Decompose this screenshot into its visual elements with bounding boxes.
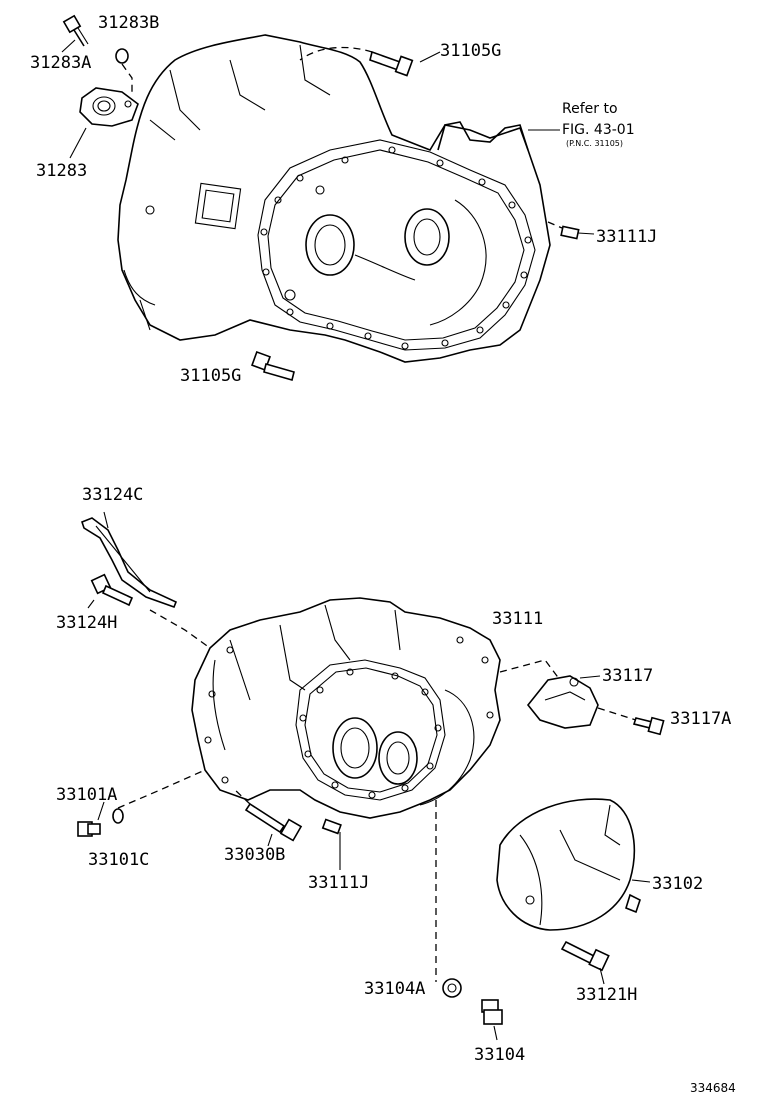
part-31283B-washer xyxy=(115,48,129,64)
label-refer-to: Refer to xyxy=(562,101,618,117)
transmission-case-bottom xyxy=(191,597,501,819)
part-31283-flange xyxy=(79,87,139,127)
label-33117A: 33117A xyxy=(670,709,731,729)
part-33104A-washer xyxy=(442,978,462,998)
part-33102-cover xyxy=(496,798,641,931)
part-33101A-plug xyxy=(77,821,101,837)
label-33111J-top: 33111J xyxy=(596,227,657,247)
part-31105G-top-bolt xyxy=(369,50,414,77)
part-33030B-bolt xyxy=(244,802,303,842)
label-33104A: 33104A xyxy=(364,979,425,999)
part-33111J-top-pin xyxy=(560,225,580,240)
part-31105G-bottom-bolt xyxy=(251,351,295,381)
label-fig-ref: FIG. 43-01 xyxy=(562,122,635,138)
transmission-case-top xyxy=(117,34,551,363)
part-31283A-bolt xyxy=(62,14,89,47)
label-33121H: 33121H xyxy=(576,985,637,1005)
part-33111J-bottom-pin xyxy=(321,818,342,835)
label-33111: 33111 xyxy=(492,609,543,629)
label-pnc-ref: (P.N.C. 31105) xyxy=(566,139,623,148)
part-33124H-bolt xyxy=(90,573,134,607)
label-31105G-top: 31105G xyxy=(440,41,501,61)
label-33117: 33117 xyxy=(602,666,653,686)
top-leaders xyxy=(61,39,595,235)
label-33124H: 33124H xyxy=(56,613,117,633)
label-33101C: 33101C xyxy=(88,850,149,870)
part-33117-bracket xyxy=(526,675,599,729)
label-31283: 31283 xyxy=(36,161,87,181)
figure-number: 334684 xyxy=(690,1081,736,1095)
label-31283B: 31283B xyxy=(98,13,159,33)
part-33124C-bracket xyxy=(81,517,178,609)
label-33030B: 33030B xyxy=(224,845,285,865)
label-33111J-bottom: 33111J xyxy=(308,873,369,893)
label-33124C: 33124C xyxy=(82,485,143,505)
label-31283A: 31283A xyxy=(30,53,91,73)
label-31105G-bottom: 31105G xyxy=(180,366,241,386)
label-33104: 33104 xyxy=(474,1045,525,1065)
label-33102: 33102 xyxy=(652,874,703,894)
part-33101C-washer xyxy=(112,808,124,824)
part-33104-plug xyxy=(481,999,503,1025)
part-33117A-bolt xyxy=(632,716,665,736)
part-33121H-bolt xyxy=(560,940,610,972)
label-33101A: 33101A xyxy=(56,785,117,805)
